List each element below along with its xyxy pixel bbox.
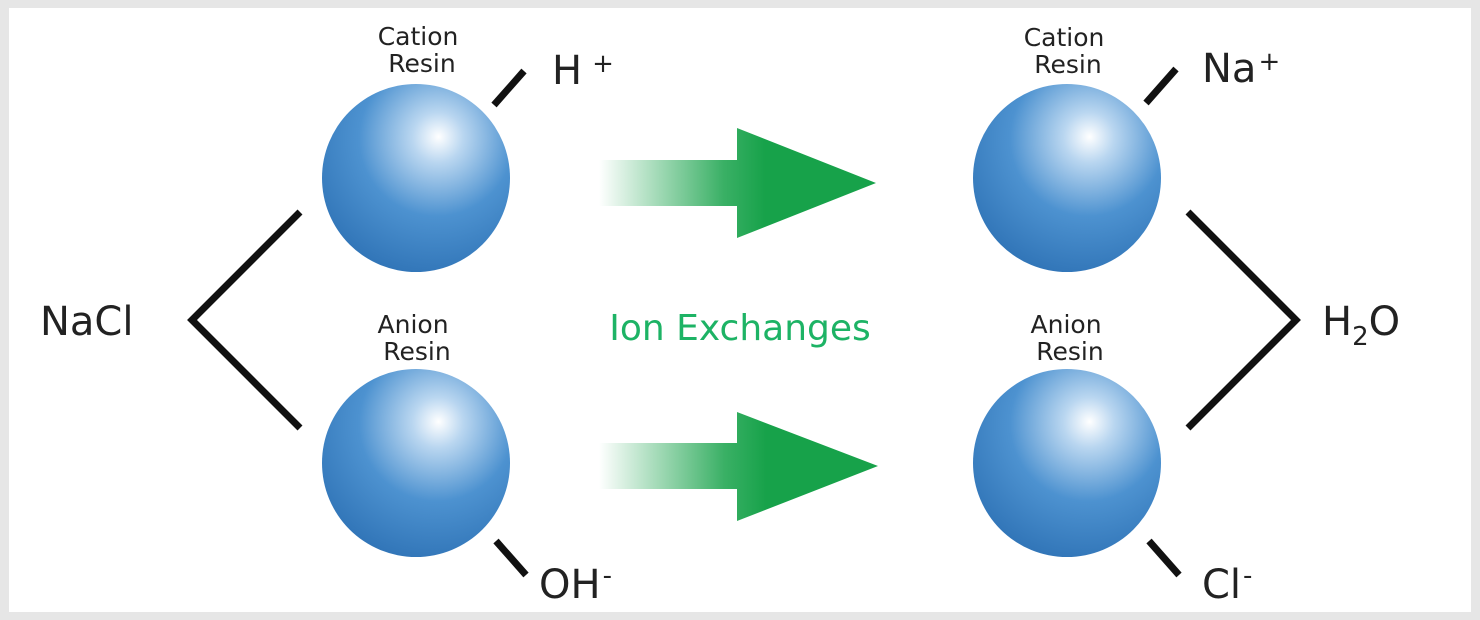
nacl-label: NaCl — [40, 299, 133, 345]
anion-resin-bead-after — [973, 369, 1161, 557]
top-exchange-arrow — [599, 128, 876, 238]
na-ion-label: Na+ — [1202, 46, 1280, 92]
anion-resin-bead-before — [322, 369, 510, 557]
left-bracket — [192, 212, 300, 428]
bond-cl — [1149, 541, 1179, 575]
bond-oh — [496, 541, 526, 575]
cation-resin-bead-before — [322, 84, 510, 272]
cation-resin-label-before: Cation Resin — [378, 22, 467, 78]
bottom-exchange-arrow — [599, 412, 878, 521]
anion-resin-label-before: Anion Resin — [378, 310, 457, 366]
right-bracket — [1188, 212, 1296, 428]
anion-resin-label-after: Anion Resin — [1031, 310, 1110, 366]
cation-resin-bead-after — [973, 84, 1161, 272]
cl-ion-label: Cl- — [1202, 561, 1252, 608]
ion-exchanges-caption: Ion Exchanges — [609, 308, 871, 349]
bond-na — [1146, 69, 1176, 103]
h2o-label: H2O — [1322, 299, 1400, 352]
ion-exchange-diagram: Cation Resin Anion Resin Cation Resin An… — [9, 8, 1471, 612]
oh-ion-label: OH- — [539, 561, 612, 608]
bond-h — [494, 71, 524, 105]
diagram-frame: Cation Resin Anion Resin Cation Resin An… — [9, 8, 1471, 612]
h-ion-label: H+ — [552, 48, 614, 94]
cation-resin-label-after: Cation Resin — [1024, 23, 1113, 79]
